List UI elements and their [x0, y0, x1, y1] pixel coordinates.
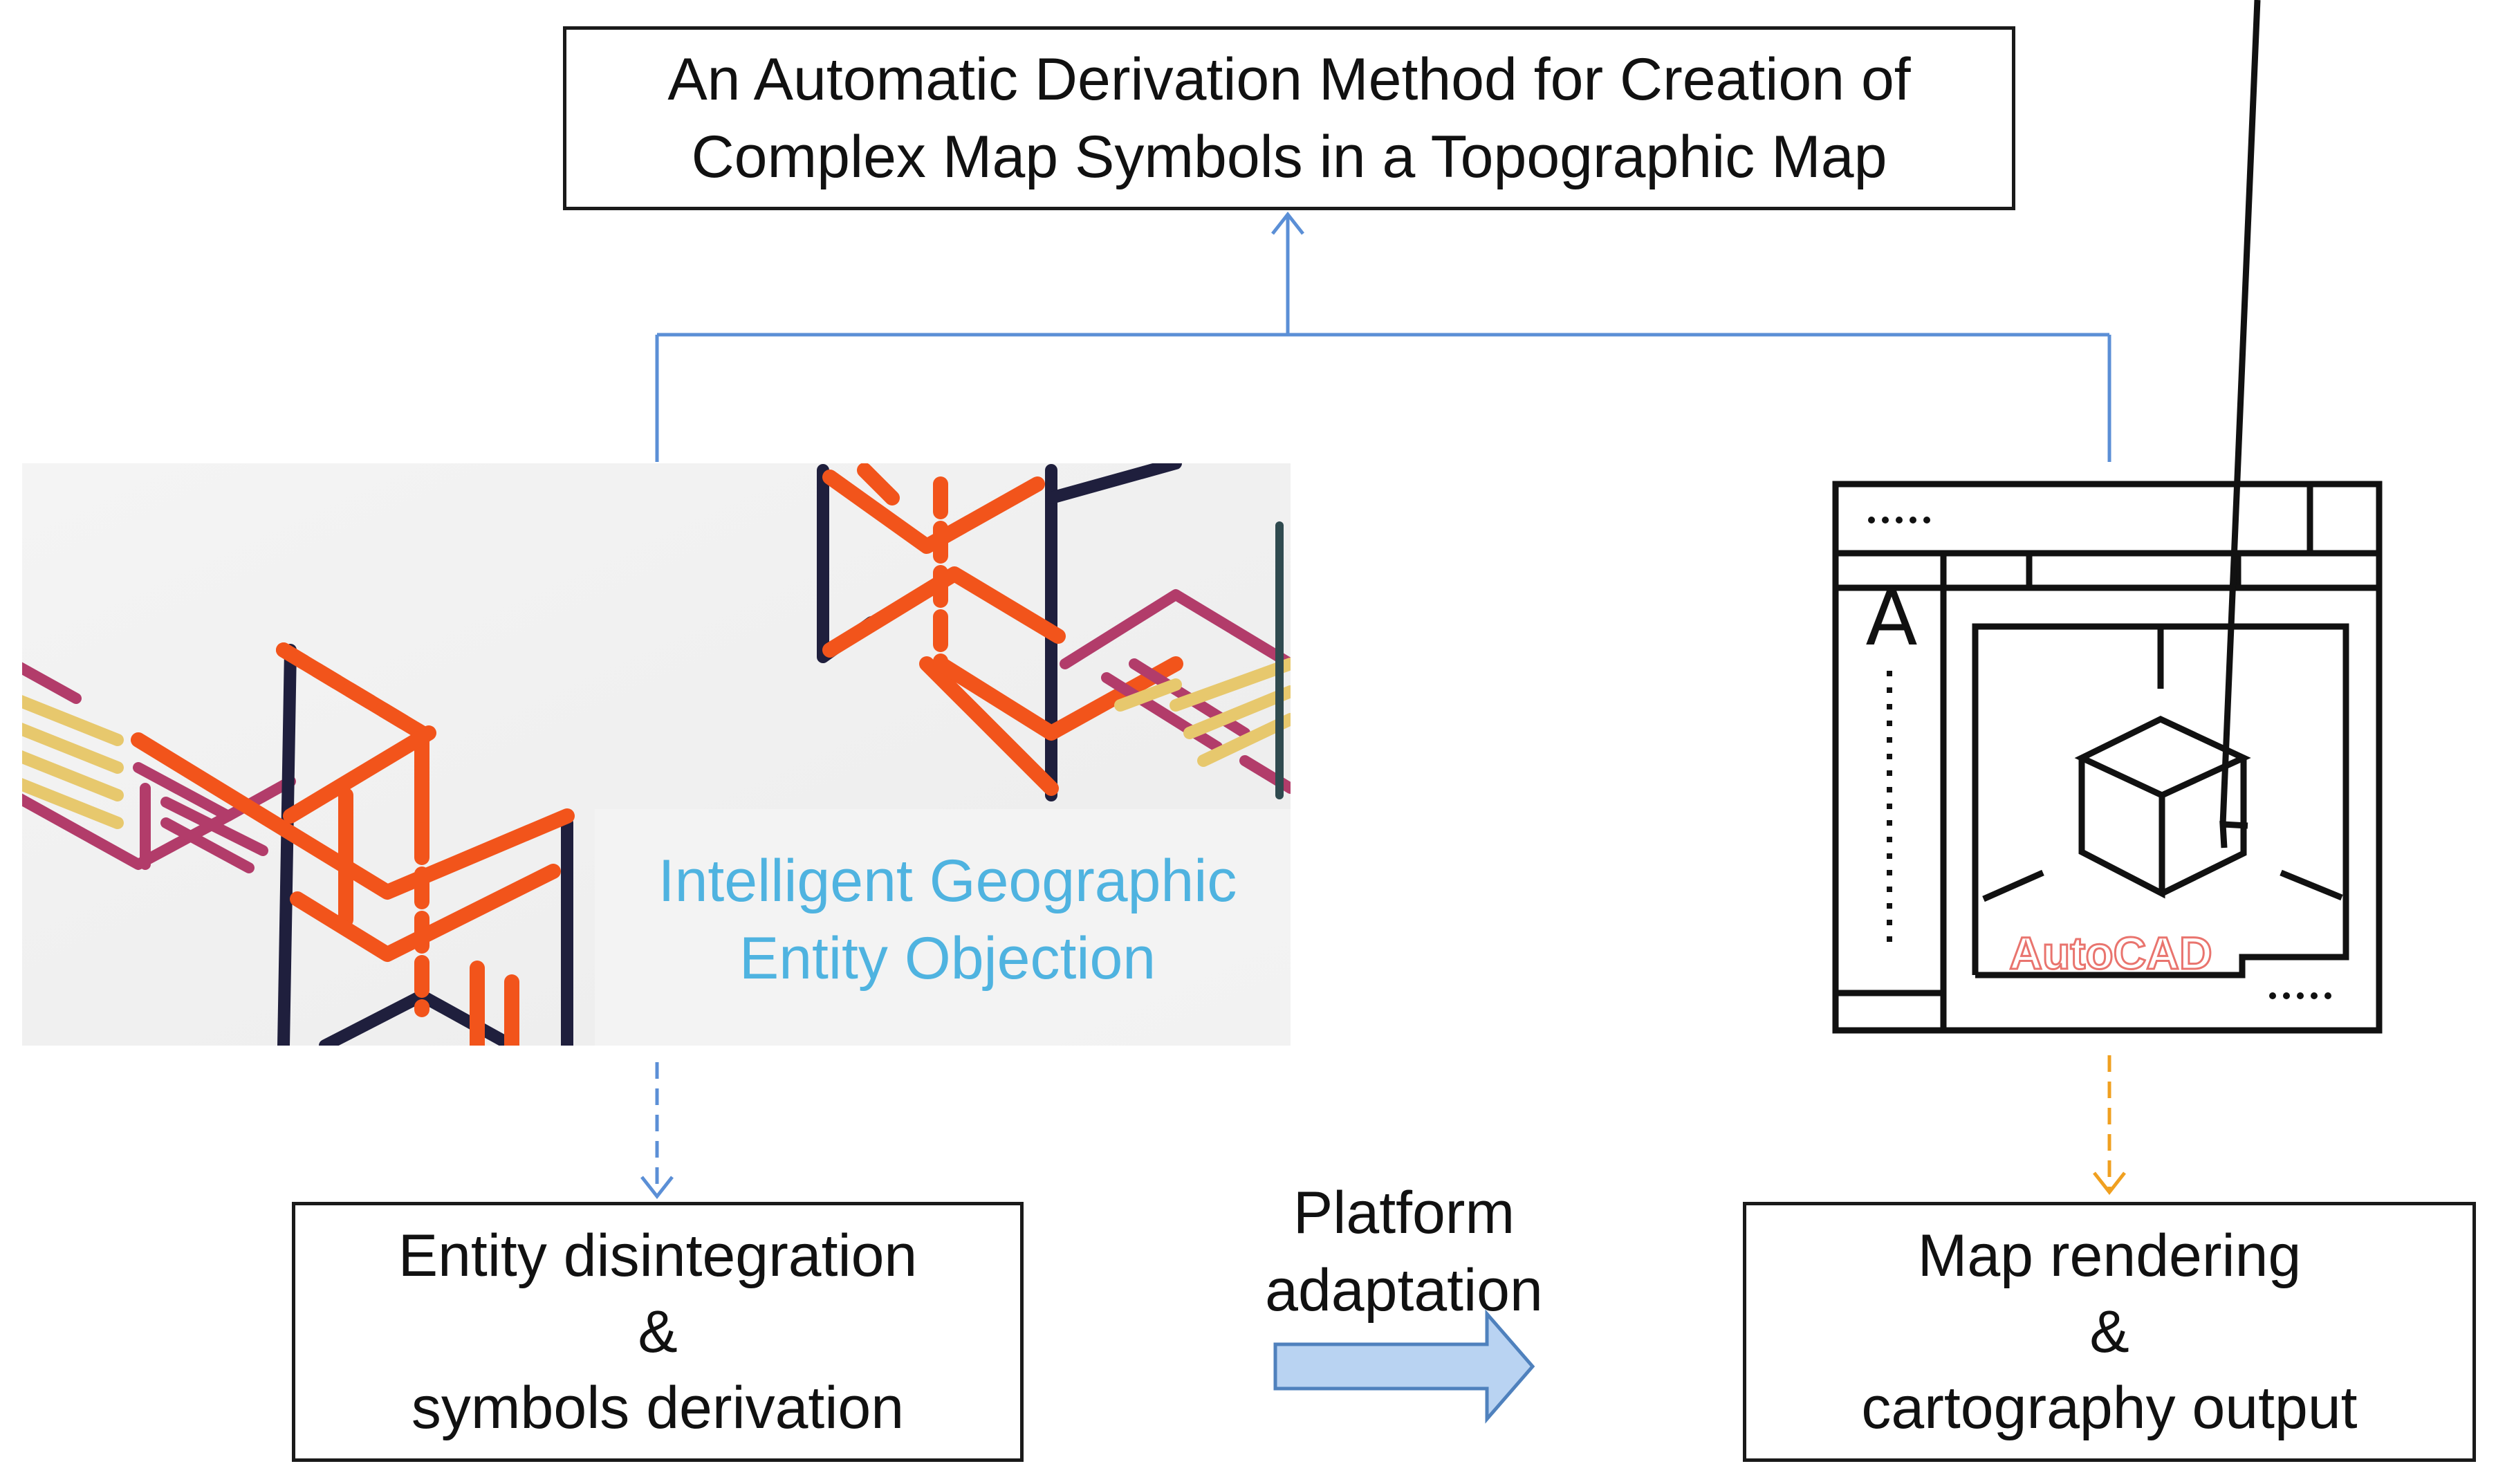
entity-illustration: [22, 463, 1291, 1046]
map-rendering-box: Map rendering & cartography output: [1743, 1202, 2476, 1462]
entity-label-line-1: Intelligent Geographic: [658, 848, 1237, 914]
left-box-line-2: &: [638, 1299, 678, 1365]
connector-tree: [655, 211, 2111, 462]
title-line-1: An Automatic Derivation Method for Creat…: [667, 46, 1911, 113]
entity-image-label: Intelligent Geographic Entity Objection: [602, 842, 1293, 997]
cad-window-icon: [1832, 0, 2383, 1034]
right-box-line-1: Map rendering: [1917, 1223, 2302, 1289]
autocad-label: AutoCAD: [2008, 927, 2213, 980]
entity-disintegration-box: Entity disintegration & symbols derivati…: [292, 1202, 1024, 1462]
platform-line-1: Platform: [1293, 1180, 1515, 1246]
platform-adaptation-label: Platform adaptation: [1203, 1174, 1605, 1329]
right-box-line-3: cartography output: [1861, 1375, 2358, 1441]
cad-side-letter: A: [1865, 574, 1918, 662]
title-box: An Automatic Derivation Method for Creat…: [563, 26, 2015, 210]
dashed-arrow-right: [2093, 1055, 2126, 1196]
dashed-arrow-left: [640, 1062, 674, 1200]
cad-window-dots: [1868, 517, 2331, 999]
left-box-line-1: Entity disintegration: [398, 1223, 918, 1289]
title-line-2: Complex Map Symbols in a Topographic Map: [691, 124, 1887, 190]
right-box-line-2: &: [2089, 1299, 2129, 1365]
entity-label-line-2: Entity Objection: [739, 925, 1156, 992]
block-arrow-right: [1273, 1309, 1535, 1424]
platform-line-2: adaptation: [1265, 1257, 1543, 1324]
left-box-line-3: symbols derivation: [411, 1375, 905, 1441]
